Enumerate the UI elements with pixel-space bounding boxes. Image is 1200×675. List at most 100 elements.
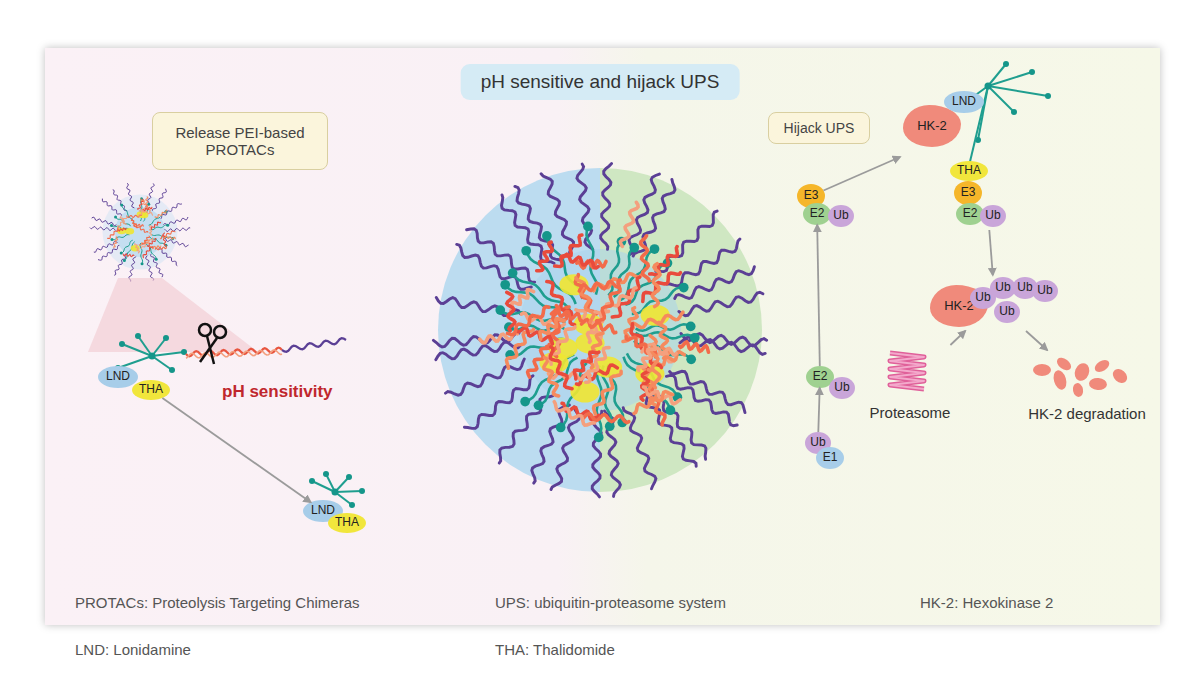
pei-node <box>985 83 992 90</box>
particle-halo <box>103 195 178 270</box>
node-text: Ub <box>1017 281 1032 295</box>
polymer-squiggle <box>120 216 126 225</box>
glossary-text: LND: Lonidamine <box>75 641 191 658</box>
pei-node <box>495 305 505 315</box>
polymer-squiggle <box>548 372 590 379</box>
tha-ligand: THA <box>328 513 366 533</box>
node-text: E3 <box>804 189 819 203</box>
pei-node <box>163 335 169 341</box>
node-text: LND <box>952 95 976 109</box>
node-text: HK-2 <box>917 119 947 134</box>
node-text: THA <box>957 164 981 178</box>
pei-node <box>346 474 352 480</box>
pei-node <box>135 333 141 339</box>
linker-chain <box>186 350 282 358</box>
proteasome-node: Proteasome <box>858 345 962 421</box>
peg-chain <box>601 164 612 250</box>
peg-chain <box>433 333 519 347</box>
pei-node <box>141 262 144 265</box>
peg-chain <box>623 408 656 489</box>
pei-node <box>111 238 114 241</box>
glossary-text: UPS: ubiquitin-proteasome system <box>495 594 726 611</box>
flow-arrow <box>989 230 993 275</box>
polymer-squiggle <box>650 247 678 275</box>
pei-node <box>1029 69 1035 75</box>
hk2-fragment <box>1055 355 1074 373</box>
scissors-blade <box>200 338 217 362</box>
scissors-handle <box>199 324 211 336</box>
pei-node <box>166 224 169 227</box>
tha-blob <box>570 382 599 403</box>
polymer-squiggle <box>574 352 599 379</box>
peg-chain <box>165 228 190 232</box>
node-text: E1 <box>823 451 838 465</box>
node-text: THA <box>139 383 163 397</box>
peg-chain <box>127 184 134 208</box>
pei-node <box>521 246 531 256</box>
peg-chain <box>464 376 533 429</box>
hk2-complex: HK-2LNDTHAE3E2Ub <box>900 55 1065 230</box>
peg-chain <box>467 229 535 282</box>
pei-node <box>666 405 676 415</box>
pei-node <box>556 423 566 433</box>
flow-arrow <box>950 331 965 345</box>
tha-ligand: THA <box>950 161 988 181</box>
hk2-ubiquitinated: HK-2UbUbUbUbUb <box>930 275 1060 331</box>
polymer-squiggle <box>139 210 152 215</box>
lnd-ligand: LND <box>98 366 138 388</box>
release-box: Release PEI-based PROTACs <box>152 112 328 170</box>
peg-chain <box>670 371 745 412</box>
peg-chain <box>113 190 127 211</box>
peg-chain <box>164 238 188 247</box>
hk2-protein: HK-2 <box>903 105 961 147</box>
nanoparticle-small <box>90 184 190 282</box>
pei-branch <box>121 240 133 253</box>
node-text: Ub <box>834 381 849 395</box>
polymer-squiggle <box>620 202 638 246</box>
polymer-squiggle <box>114 237 118 247</box>
hk2-fragment <box>1072 361 1092 383</box>
title-pill: pH sensitive and hijack UPS <box>461 64 740 100</box>
pei-node <box>309 478 315 484</box>
polymer-squiggle <box>142 207 152 210</box>
polymer-squiggle <box>579 281 619 291</box>
pei-node <box>520 397 530 407</box>
polymer-squiggle <box>638 344 656 370</box>
polymer-squiggle <box>143 247 153 258</box>
pei-node <box>534 400 544 410</box>
proteasome-icon <box>858 345 962 395</box>
pei-branch <box>988 72 1032 86</box>
pei-node <box>508 268 518 278</box>
glossary-text: HK-2: Hexokinase 2 <box>920 594 1053 611</box>
fragment-icon <box>1020 350 1154 400</box>
node-text: E2 <box>810 207 825 221</box>
pei-node <box>149 353 156 360</box>
polymer-squiggle <box>563 254 598 268</box>
pei-branch <box>112 235 129 240</box>
polymer-squiggle <box>123 254 134 257</box>
tha-blob <box>125 228 134 235</box>
peg-chain <box>115 254 128 275</box>
pei-branch <box>138 336 152 356</box>
node-text: LND <box>106 370 130 384</box>
polymer-squiggle <box>554 402 594 425</box>
polymer-squiggle <box>136 225 148 232</box>
scissors-handle <box>214 326 226 338</box>
ubiquitin: Ub <box>980 205 1006 227</box>
tha-ligand: THA <box>132 380 170 400</box>
pei-node <box>500 280 510 290</box>
polymer-squiggle <box>146 197 148 209</box>
hk2-fragment <box>1093 358 1112 375</box>
node-text: Ub <box>975 291 990 305</box>
polymer-squiggle <box>597 280 621 321</box>
node-text: Ub <box>999 305 1014 319</box>
flow-arrow <box>162 398 310 502</box>
hijack-box: Hijack UPS <box>768 112 870 144</box>
polymer-squiggle <box>634 392 673 414</box>
peg-chain <box>541 174 573 255</box>
hk2-fragment <box>1110 366 1130 386</box>
peg-chain <box>679 292 763 315</box>
flow-arrow <box>824 157 901 191</box>
node-text: Ub <box>995 281 1010 295</box>
